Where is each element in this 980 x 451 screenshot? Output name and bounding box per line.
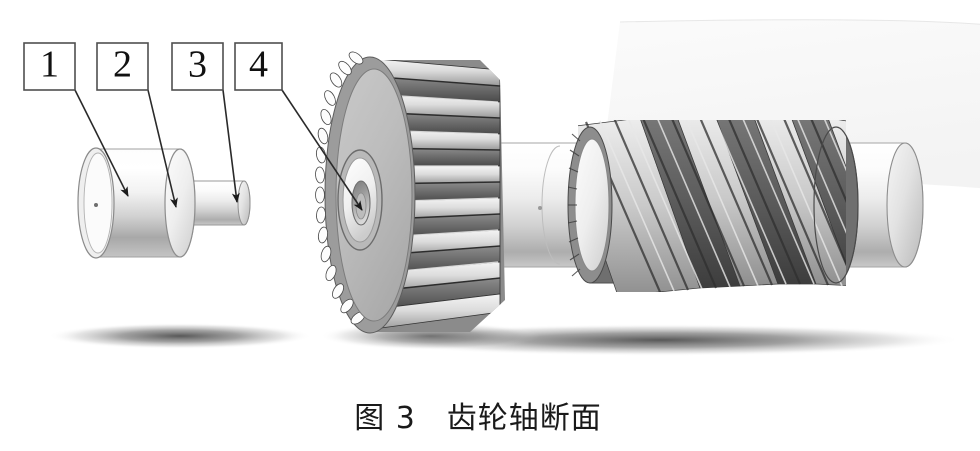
pinion-left-bore-face [574,138,610,272]
pinion-right-edge [813,126,859,284]
callout-1-box [23,42,76,91]
callout-3-label: 3 [188,44,207,86]
pinion-tip-notches [567,133,581,277]
callout-boxes: 1 2 3 4 [23,42,283,91]
leader-line-4 [281,89,363,211]
leader-line-1 [74,89,129,197]
shaft-step-line [541,145,561,265]
backdrop-panel-edge [619,19,980,25]
callout-2-label: 2 [113,44,132,86]
callout-1: 1 [23,42,76,91]
cylinder-center-mark [94,203,98,207]
small-shaft-end-face [237,180,251,226]
callout-4-label: 4 [249,44,268,86]
callout-3: 3 [171,42,224,91]
callout-2: 2 [96,42,149,91]
cylinder-shoulder-face [164,148,196,258]
pinion-gear-section [567,120,859,292]
big-gear [315,51,505,334]
drop-shadow-group [48,322,962,356]
callout-2-box [96,42,149,91]
callout-3-box [171,42,224,91]
figure-caption: 图 3 齿轮轴断面 [354,401,602,436]
leader-line-3 [222,89,240,203]
pinion-left-end-ring [567,126,613,284]
callout-leaders [74,89,363,211]
large-cylinder-body [77,147,196,259]
left-part-shadow [48,323,312,349]
shaft-center-mark [538,206,542,210]
callout-1-label: 1 [40,44,59,86]
callout-4-box [234,42,283,91]
left-cylinder-assembly [77,147,251,259]
main-shaft-end-cap [886,142,924,268]
cylinder-left-face [83,152,113,254]
small-shaft-stub [185,180,251,226]
leader-line-2 [147,89,178,208]
gear-front-face [315,51,416,334]
gear-bore-inner [355,192,367,220]
callout-4: 4 [234,42,283,91]
